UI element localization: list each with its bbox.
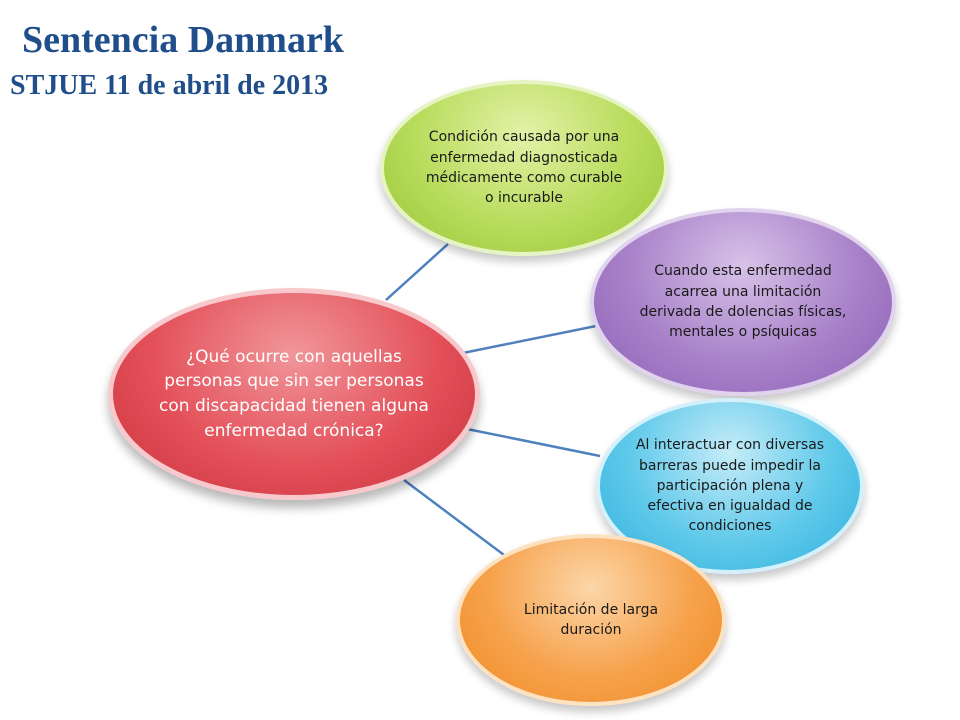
node-limitation-text: Cuando esta enfermedad acarrea una limit…: [639, 263, 847, 341]
connector-center-orange: [403, 479, 509, 559]
node-barriers: Al interactuar con diversas barreras pue…: [596, 398, 864, 574]
node-central-question: ¿Qué ocurre con aquellas personas que si…: [108, 288, 480, 500]
node-barriers-text: Al interactuar con diversas barreras pue…: [635, 437, 825, 535]
connector-center-green: [385, 243, 449, 301]
page-title: Sentencia Danmark: [22, 19, 344, 61]
node-long-duration: Limitación de larga duración: [456, 534, 726, 706]
page-subtitle: STJUE 11 de abril de 2013: [10, 70, 329, 101]
node-condition-text: Condición causada por una enfermedad dia…: [425, 129, 623, 207]
connector-center-purple: [457, 324, 597, 356]
node-condition: Condición causada por una enfermedad dia…: [380, 80, 668, 256]
node-limitation: Cuando esta enfermedad acarrea una limit…: [590, 208, 896, 396]
node-central-question-text: ¿Qué ocurre con aquellas personas que si…: [159, 346, 429, 441]
node-long-duration-text: Limitación de larga duración: [523, 601, 659, 638]
connector-center-cyan: [461, 426, 601, 458]
